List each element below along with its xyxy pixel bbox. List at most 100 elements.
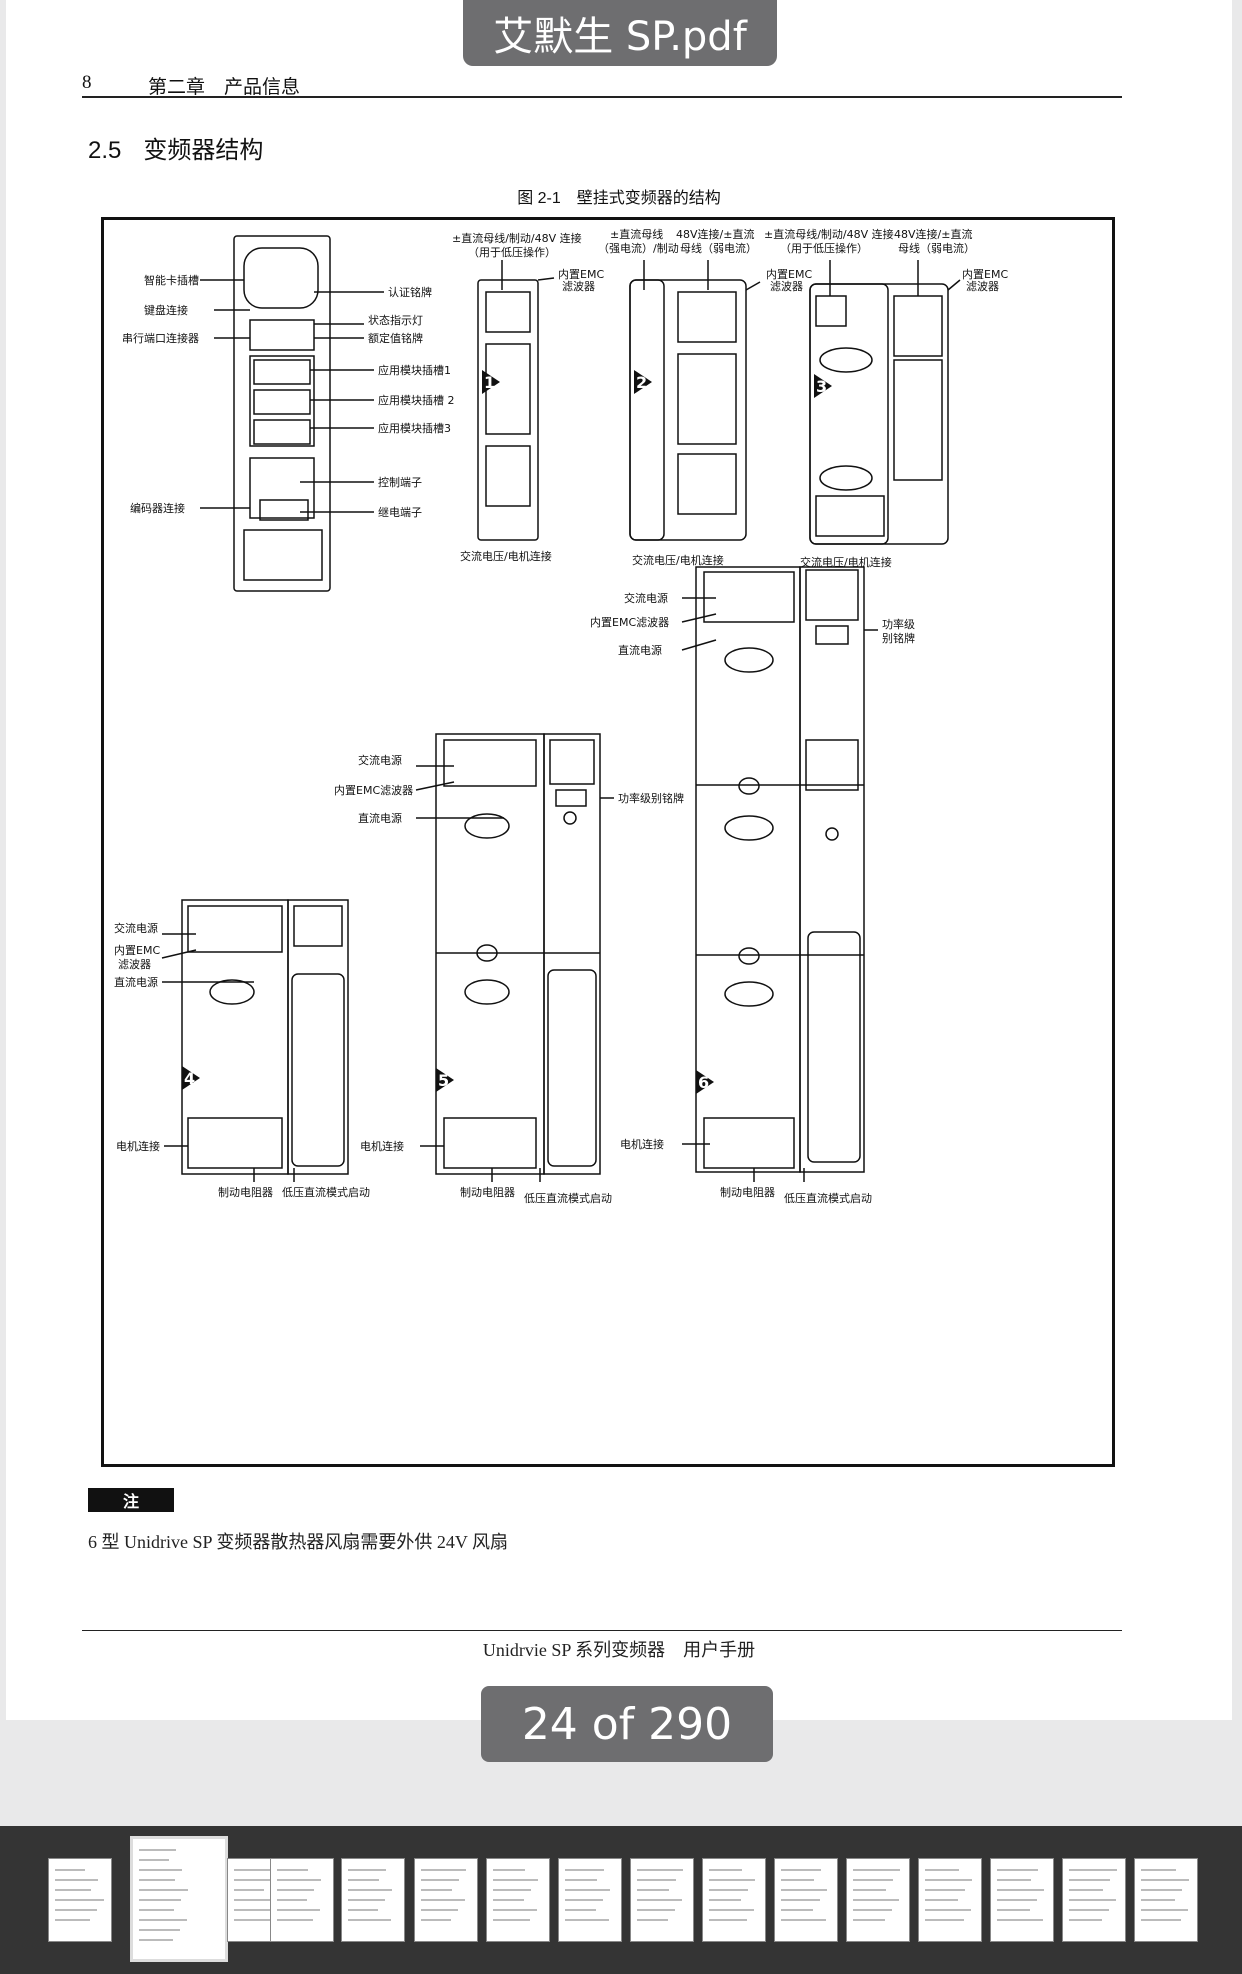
page-thumbnail[interactable] <box>1134 1858 1198 1942</box>
thumbnail-text-line <box>139 1899 181 1901</box>
thumbnail-text-line <box>709 1879 755 1881</box>
thumbnail-text-line <box>1141 1899 1175 1901</box>
figure-drawing: 1 2 3 4 5 6 智能卡插槽 键盘连接 串行端口连接器 编码器连接 认证铭… <box>114 227 1008 1205</box>
thumbnail-text-line <box>493 1909 537 1911</box>
thumbnail-text-line <box>55 1909 97 1911</box>
label-s2-dc-bus-a: ±直流母线 <box>610 227 663 241</box>
page-thumbnail[interactable] <box>774 1858 838 1942</box>
thumbnail-text-line <box>234 1889 264 1891</box>
page-thumbnail[interactable] <box>414 1858 478 1942</box>
thumbnail-text-line <box>1141 1919 1181 1921</box>
thumbnail-text-line <box>781 1919 826 1921</box>
thumbnail-text-line <box>234 1899 277 1901</box>
thumbnail-text-line <box>565 1919 609 1921</box>
thumbnail-text-line <box>1141 1879 1189 1881</box>
label-s5-dc-supply: 直流电源 <box>358 811 402 825</box>
document-title-overlay: 艾默生 SP.pdf <box>463 0 777 66</box>
page-thumbnail[interactable] <box>48 1858 112 1942</box>
thumbnail-text-line <box>493 1869 525 1871</box>
label-s3-48v-b: 母线（弱电流） <box>898 241 975 255</box>
size-number-5: 5 <box>438 1071 449 1090</box>
footer-rule <box>82 1630 1122 1631</box>
label-relay-terminals: 继电端子 <box>378 506 422 519</box>
thumbnail-strip[interactable] <box>0 1826 1242 1974</box>
page-thumbnail[interactable] <box>130 1836 228 1962</box>
size1-drive-drawing <box>477 260 555 541</box>
thumbnail-text-line <box>853 1869 900 1871</box>
size-number-4: 4 <box>184 1069 195 1088</box>
drive-structure-figure: 1 2 3 4 5 6 智能卡插槽 键盘连接 串行端口连接器 编码器连接 认证铭… <box>101 217 1115 1467</box>
thumbnail-text-line <box>348 1899 385 1901</box>
label-smartcard-slot: 智能卡插槽 <box>144 273 199 287</box>
thumbnail-text-line <box>1069 1879 1110 1881</box>
size-marker-5 <box>436 1068 454 1092</box>
size3-drive-drawing <box>809 260 961 545</box>
label-s4-emc-b: 滤波器 <box>118 958 151 971</box>
size2-drive-drawing <box>629 260 761 541</box>
thumbnail-text-line <box>277 1869 308 1871</box>
thumbnail-text-line <box>55 1869 85 1871</box>
thumbnail-text-line <box>277 1889 314 1891</box>
label-s3-emc-a: 内置EMC <box>962 267 1008 281</box>
label-s5-power-rating: 功率级别铭牌 <box>618 791 684 805</box>
page-thumbnail[interactable] <box>630 1858 694 1942</box>
figure-caption: 图 2-1 壁挂式变频器的结构 <box>517 190 721 207</box>
page-footer: Unidrvie SP 系列变频器 用户手册 <box>482 1640 756 1660</box>
thumbnail-text-line <box>55 1879 98 1881</box>
thumbnail-text-line <box>853 1909 892 1911</box>
thumbnail-text-line <box>781 1879 814 1881</box>
detail-drive-drawing <box>200 235 384 592</box>
thumbnail-text-line <box>493 1899 524 1901</box>
label-s1-ac-motor: 交流电压/电机连接 <box>460 549 552 563</box>
thumbnail-text-line <box>637 1869 683 1871</box>
thumbnail-text-line <box>139 1909 174 1911</box>
size-number-2: 2 <box>636 373 647 392</box>
label-s5-ac-supply: 交流电源 <box>358 753 402 767</box>
page-thumbnail[interactable] <box>558 1858 622 1942</box>
thumbnail-text-line <box>55 1899 104 1901</box>
thumbnail-text-line <box>1069 1919 1102 1921</box>
label-s6-braking: 制动电阻器 <box>720 1186 775 1199</box>
label-s2-emc-a: 内置EMC <box>766 267 812 281</box>
label-s2-48v-b: 母线（弱电流） <box>680 241 757 255</box>
thumbnail-text-line <box>709 1909 754 1911</box>
thumbnail-text-line <box>234 1919 283 1921</box>
thumbnail-text-line <box>493 1919 530 1921</box>
page-thumbnail[interactable] <box>1062 1858 1126 1942</box>
page-thumbnail[interactable] <box>918 1858 982 1942</box>
thumbnail-text-line <box>997 1919 1043 1921</box>
thumbnail-text-line <box>781 1899 820 1901</box>
thumbnail-text-line <box>493 1889 531 1891</box>
label-module-slot-1: 应用模块插槽1 <box>378 363 451 377</box>
label-s6-power-rating-b: 别铭牌 <box>882 631 915 645</box>
page-thumbnail[interactable] <box>341 1858 405 1942</box>
label-s3-emc-b: 滤波器 <box>966 280 999 293</box>
size-number-1: 1 <box>484 373 495 392</box>
thumbnail-text-line <box>925 1869 959 1871</box>
thumbnail-text-line <box>421 1899 465 1901</box>
label-s5-emc: 内置EMC滤波器 <box>334 783 413 797</box>
page-thumbnail[interactable] <box>702 1858 766 1942</box>
thumbnail-text-line <box>348 1889 392 1891</box>
thumbnail-text-line <box>925 1909 971 1911</box>
label-approval: 认证铭牌 <box>388 285 432 299</box>
page-thumbnail[interactable] <box>270 1858 334 1942</box>
label-s2-emc-b: 滤波器 <box>770 280 803 293</box>
thumbnail-text-line <box>637 1899 682 1901</box>
label-s5-low-voltage: 低压直流模式启动 <box>524 1191 612 1205</box>
thumbnail-text-line <box>565 1879 597 1881</box>
label-s3-dc-bus-a: ±直流母线/制动/48V 连接 <box>764 227 894 241</box>
thumbnail-text-line <box>997 1909 1030 1911</box>
thumbnail-text-line <box>565 1889 610 1891</box>
label-s4-ac-supply: 交流电源 <box>114 921 158 935</box>
header-rule <box>82 96 1122 98</box>
page-thumbnail[interactable] <box>846 1858 910 1942</box>
page-thumbnail[interactable] <box>990 1858 1054 1942</box>
page-thumbnail[interactable] <box>486 1858 550 1942</box>
thumbnail-text-line <box>348 1909 378 1911</box>
label-module-slot-3: 应用模块插槽3 <box>378 421 451 435</box>
thumbnail-text-line <box>55 1889 91 1891</box>
thumbnail-text-line <box>1069 1869 1117 1871</box>
thumbnail-text-line <box>277 1919 313 1921</box>
